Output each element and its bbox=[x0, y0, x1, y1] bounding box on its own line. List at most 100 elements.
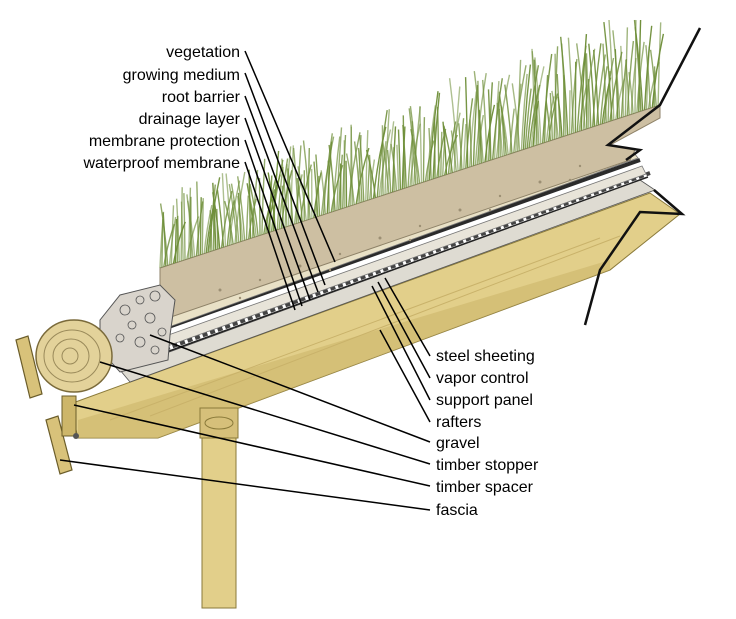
label-steel-sheeting: steel sheeting bbox=[436, 348, 535, 365]
vapor-control-line bbox=[127, 176, 649, 367]
label-waterproof-membrane: waterproof membrane bbox=[82, 155, 240, 172]
grass-blade bbox=[261, 158, 266, 235]
grass-blade bbox=[402, 124, 407, 188]
leader-rafters bbox=[379, 329, 431, 423]
grass-blade bbox=[493, 81, 500, 159]
grass-blade bbox=[651, 33, 665, 108]
grass-blade bbox=[477, 80, 480, 164]
grass-blade bbox=[313, 161, 319, 217]
grass-blade bbox=[216, 189, 225, 248]
grass-blade bbox=[201, 198, 204, 255]
log-ring-3 bbox=[61, 347, 79, 365]
label-vapor-control: vapor control bbox=[436, 370, 529, 387]
leader-vapor-control bbox=[377, 281, 431, 379]
leader-timber-stopper bbox=[99, 361, 431, 465]
grass-blade bbox=[245, 195, 249, 240]
grass-blade bbox=[345, 160, 348, 208]
grass-blade bbox=[365, 130, 369, 201]
grass-blade bbox=[175, 198, 180, 262]
grass-blade bbox=[428, 127, 432, 180]
leader-gravel bbox=[149, 334, 431, 443]
grass-blade bbox=[381, 125, 384, 196]
grass-blade bbox=[382, 141, 390, 194]
grass-blade bbox=[517, 59, 522, 152]
grass-blade bbox=[442, 131, 446, 176]
grass-blade bbox=[473, 71, 484, 163]
grass-blade bbox=[161, 219, 164, 268]
label-drainage-layer: drainage layer bbox=[139, 111, 241, 128]
grass-blade bbox=[286, 164, 290, 227]
grass-blade bbox=[199, 197, 202, 255]
grass-blade bbox=[236, 195, 244, 242]
grass-blade bbox=[203, 204, 213, 254]
grass-blade bbox=[465, 98, 474, 169]
grass-blade bbox=[500, 104, 509, 155]
grass-blade bbox=[368, 159, 376, 200]
fascia-lower bbox=[45, 415, 73, 475]
grass-blade bbox=[608, 19, 615, 121]
grass-blade bbox=[336, 127, 343, 211]
grass-blade bbox=[384, 109, 390, 195]
grass-blade bbox=[585, 53, 590, 129]
grass-blade bbox=[322, 133, 333, 215]
grass-blade bbox=[436, 106, 440, 178]
grass-blade bbox=[347, 132, 361, 207]
grass-blade bbox=[368, 154, 373, 200]
grass-blade bbox=[449, 112, 461, 174]
grass-blade bbox=[628, 72, 634, 114]
grass-blade bbox=[612, 30, 621, 119]
grass-blade bbox=[584, 53, 588, 129]
grass-blade bbox=[551, 90, 559, 139]
grass-blade bbox=[396, 144, 400, 191]
grass-blade bbox=[549, 92, 553, 141]
label-membrane-protection: membrane protection bbox=[89, 133, 240, 150]
log-ring-2 bbox=[52, 338, 90, 374]
grass-blade bbox=[476, 114, 484, 165]
grass-blade bbox=[522, 64, 532, 150]
grass-blade bbox=[248, 193, 257, 237]
grass-blade bbox=[453, 86, 461, 173]
grass-blade bbox=[180, 201, 184, 261]
grass-blade bbox=[247, 198, 257, 240]
grass-blade bbox=[464, 77, 469, 168]
leader-drainage-layer bbox=[244, 117, 311, 301]
grass-blade bbox=[367, 160, 371, 201]
leader-vegetation bbox=[244, 50, 336, 263]
grass-blade bbox=[468, 91, 477, 168]
grass-blade bbox=[599, 66, 608, 125]
grass-blade bbox=[504, 84, 513, 154]
grass-blade bbox=[246, 183, 255, 238]
grass-blade bbox=[270, 159, 284, 232]
grass-blade bbox=[225, 173, 232, 245]
grass-blade bbox=[287, 168, 294, 225]
grass-blade bbox=[187, 200, 196, 257]
grass-blade bbox=[359, 135, 365, 202]
grass-blade bbox=[588, 43, 596, 127]
grass-blade bbox=[221, 173, 227, 247]
leader-fascia bbox=[59, 459, 431, 511]
rafter-grain-2 bbox=[149, 235, 621, 417]
grass-blade bbox=[353, 141, 361, 203]
grass-blade bbox=[209, 184, 216, 252]
grass-blade bbox=[159, 203, 169, 266]
grass-blade bbox=[230, 183, 240, 243]
grass-blade bbox=[531, 51, 540, 145]
grass-blade bbox=[228, 183, 238, 243]
grass-blade bbox=[186, 194, 194, 258]
grass-blade bbox=[609, 51, 623, 122]
spacer-bolt bbox=[73, 433, 79, 439]
grass-blade bbox=[557, 96, 563, 138]
grass-blade bbox=[390, 143, 398, 191]
grass-blade bbox=[496, 102, 503, 157]
grass-blade bbox=[520, 73, 528, 151]
grass-blade bbox=[482, 79, 488, 162]
grass-blade bbox=[620, 45, 625, 117]
leader-growing-medium bbox=[244, 72, 326, 286]
grass-blade bbox=[426, 105, 437, 181]
grass-blade bbox=[422, 117, 426, 183]
label-gravel: gravel bbox=[436, 435, 480, 452]
grass-blade bbox=[487, 89, 492, 161]
grass-blade bbox=[580, 34, 588, 131]
grass-blade bbox=[603, 22, 613, 121]
